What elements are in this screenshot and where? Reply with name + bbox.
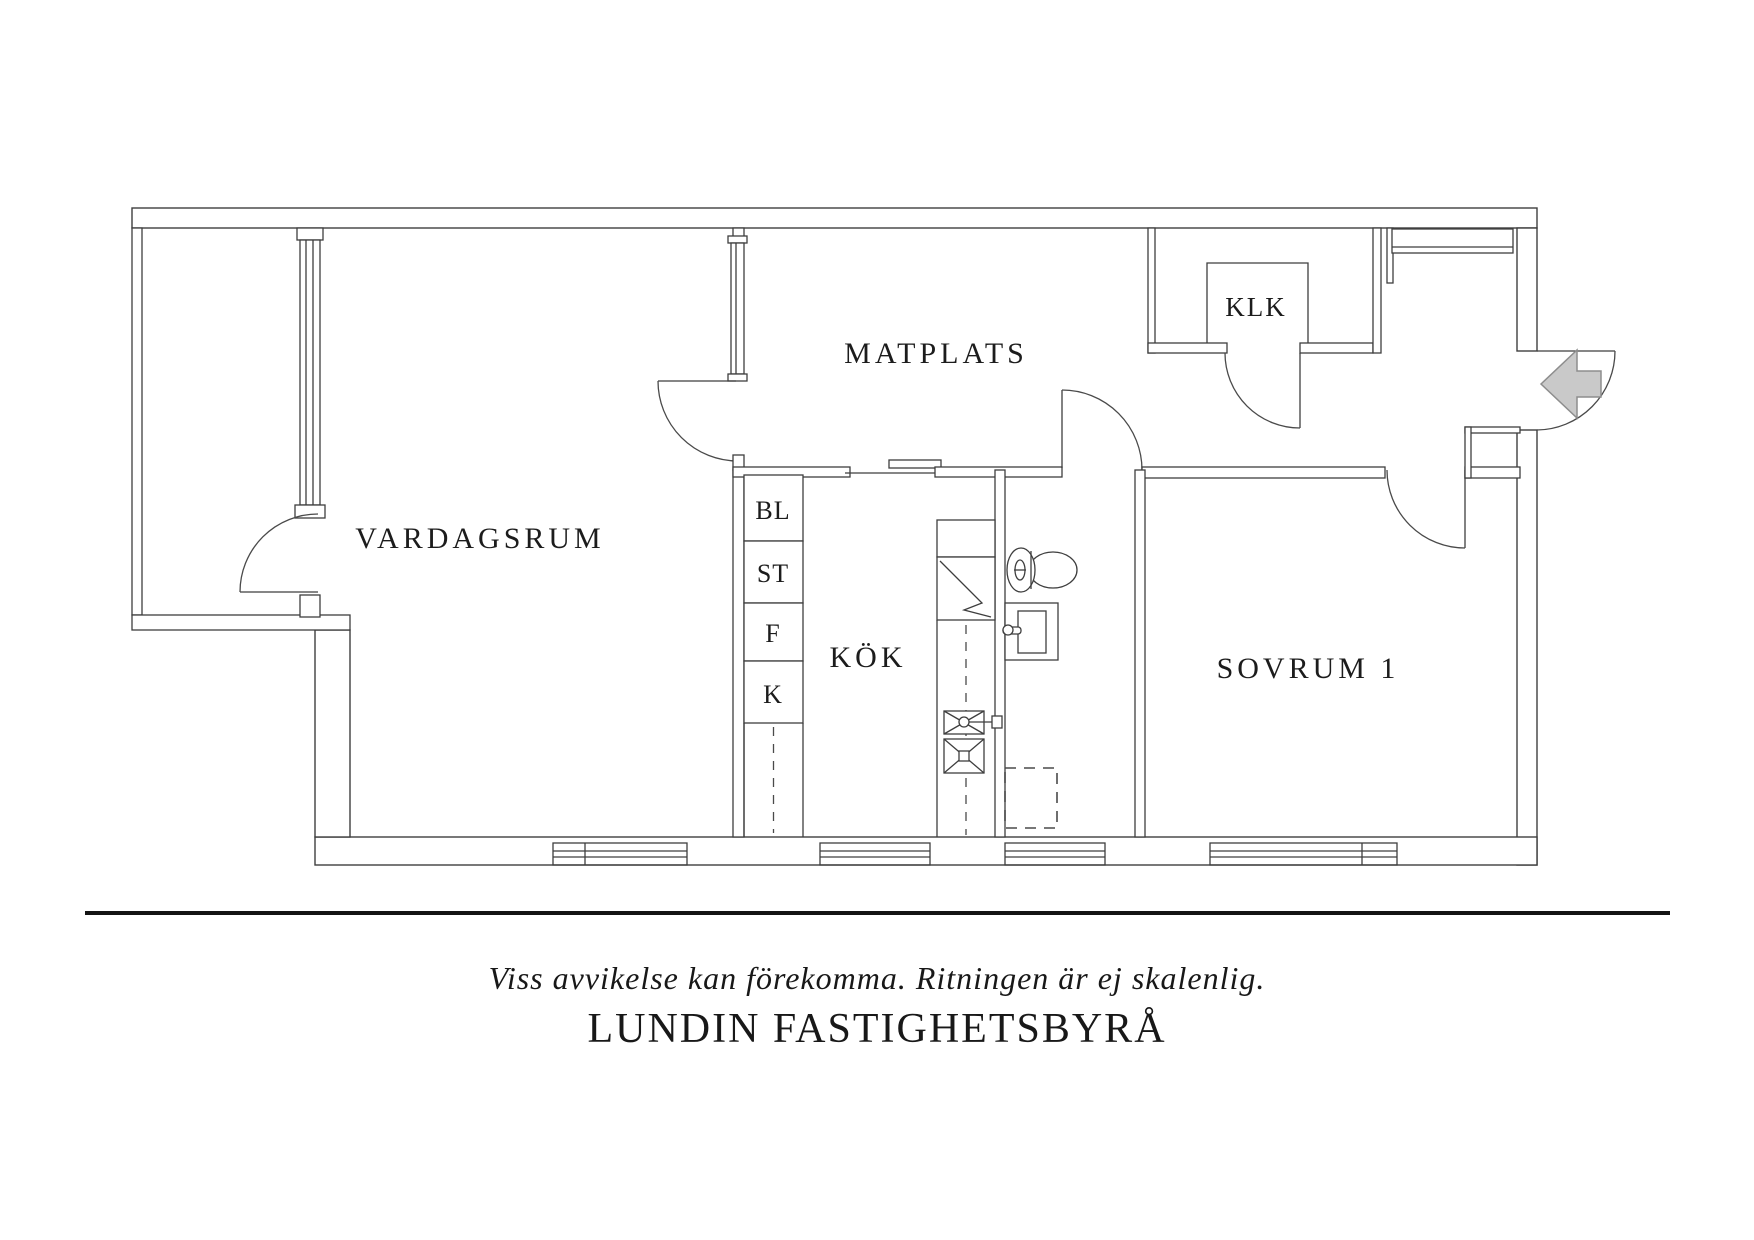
door-swing-arc <box>657 380 739 462</box>
interior-window <box>727 235 748 382</box>
sovrum-door <box>1386 469 1466 549</box>
window-symbol-kok <box>819 838 931 866</box>
separator-rule <box>85 911 1670 915</box>
door-swing-arc <box>1386 469 1466 549</box>
left-wall-lower <box>314 629 351 838</box>
balcony-door-jamb <box>299 594 321 618</box>
window-symbol-bathroom <box>1004 838 1106 866</box>
window-symbol-vardagsrum <box>552 838 688 866</box>
klk-door <box>1224 352 1301 429</box>
balcony <box>131 227 351 631</box>
cabinet-column <box>743 474 804 837</box>
room-label-sovrum1: SOVRUM 1 <box>1217 652 1400 685</box>
door-swing-arc <box>239 513 319 593</box>
room-label-vardagsrum: VARDAGSRUM <box>355 522 605 555</box>
sink-icon <box>943 710 1003 735</box>
window-symbol-sovrum <box>1209 838 1398 866</box>
balcony-left-wall <box>131 227 143 616</box>
appliance-label-k: K <box>763 680 783 709</box>
washbasin-icon <box>1002 602 1059 661</box>
wardrobe-symbol <box>1391 228 1514 254</box>
bottom-windows <box>552 838 1398 866</box>
balcony-bottom-wall <box>131 614 351 631</box>
door-swing-arc <box>1536 350 1616 431</box>
vardagsrum-matplats-wall <box>657 227 748 838</box>
interior-top-walls <box>732 389 1521 549</box>
washing-machine-dashed-outline <box>1004 767 1058 829</box>
appliance-label-bl: BL <box>755 496 790 525</box>
klk-inner-box <box>1206 262 1309 343</box>
interior-vertical-walls <box>994 469 1146 838</box>
top-wall <box>131 207 1538 229</box>
entry-direction-arrow-icon <box>1539 348 1602 420</box>
agency-name: LUNDIN FASTIGHETSBYRÅ <box>587 1006 1166 1052</box>
bathroom-fixtures <box>1002 547 1078 829</box>
right-wall-lower <box>1516 429 1538 866</box>
room-label-matplats: MATPLATS <box>844 337 1028 370</box>
right-wall-upper <box>1516 227 1538 352</box>
balcony-window <box>294 227 326 519</box>
toilet-icon <box>1006 547 1078 593</box>
bathroom-door <box>1061 389 1143 471</box>
appliance-label-f: F <box>765 619 780 648</box>
stove-icon <box>943 738 985 774</box>
klk-closet <box>1147 227 1514 429</box>
cabinet-st <box>743 540 804 604</box>
kok-left-wall <box>732 469 745 838</box>
disclaimer-text: Viss avvikelse kan förekomma. Ritningen … <box>489 960 1266 996</box>
vardagsrum-door <box>657 380 739 462</box>
exterior-walls <box>131 207 1538 866</box>
cabinet-bl <box>743 474 804 542</box>
appliance-label-st: ST <box>757 559 789 588</box>
footer: Viss avvikelse kan förekomma. Ritningen … <box>85 911 1670 1052</box>
balcony-door <box>239 513 319 593</box>
cabinet-f <box>743 602 804 662</box>
room-label-klk: KLK <box>1225 292 1287 322</box>
hall-stub-wall <box>1386 227 1394 284</box>
kok-bath-wall <box>994 469 1006 838</box>
cabinet-k <box>743 660 804 724</box>
sliding-door-leaf <box>888 459 942 469</box>
kitchen-counter <box>936 519 1003 837</box>
door-swing-arc <box>1224 352 1301 429</box>
room-label-kok: KÖK <box>830 641 907 674</box>
entrance-door <box>1536 348 1616 431</box>
door-swing-arc <box>1061 389 1143 471</box>
room-labels: VARDAGSRUM MATPLATS KÖK SOVRUM 1 KLK BL … <box>355 292 1400 709</box>
bath-sovrum-wall <box>1134 469 1146 838</box>
